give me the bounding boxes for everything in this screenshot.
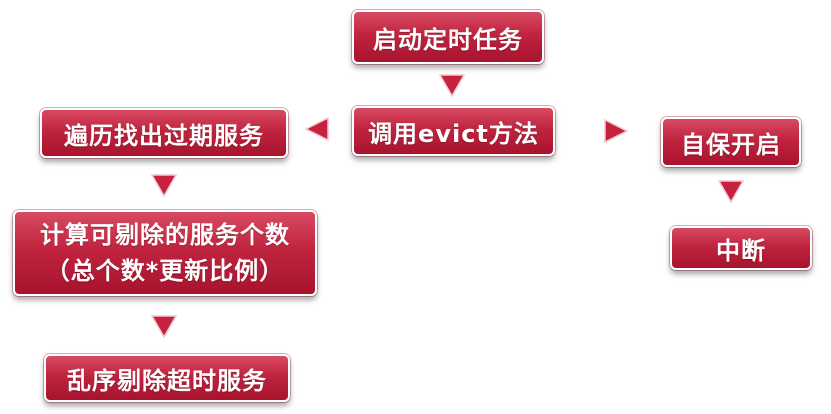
node-calc-evictable-line1: 计算可剔除的服务个数 xyxy=(40,221,290,249)
arrow-down-protect-to-interrupt xyxy=(718,178,744,204)
arrow-left-evict-to-iterate xyxy=(304,116,330,142)
node-self-protect-label: 自保开启 xyxy=(681,130,781,159)
node-start-task-label: 启动定时任务 xyxy=(373,25,523,54)
node-interrupt: 中断 xyxy=(670,226,812,270)
arrow-down-start-to-evict xyxy=(439,72,465,98)
arrow-down-iterate-to-calc xyxy=(151,172,177,198)
node-iterate-expired: 遍历找出过期服务 xyxy=(40,108,288,158)
node-self-protect: 自保开启 xyxy=(661,117,801,167)
node-iterate-expired-label: 遍历找出过期服务 xyxy=(64,121,264,150)
node-start-task: 启动定时任务 xyxy=(352,10,544,64)
node-calc-evictable-line2: （总个数*更新比例） xyxy=(45,257,285,285)
arrow-down-calc-to-random xyxy=(151,313,177,339)
node-interrupt-label: 中断 xyxy=(716,236,766,265)
node-call-evict: 调用evict方法 xyxy=(352,106,555,156)
node-random-evict-label: 乱序剔除超时服务 xyxy=(67,366,267,395)
node-calc-evictable: 计算可剔除的服务个数 （总个数*更新比例） xyxy=(13,210,317,296)
node-call-evict-label: 调用evict方法 xyxy=(368,119,539,148)
arrow-right-evict-to-protect xyxy=(603,118,629,144)
node-random-evict: 乱序剔除超时服务 xyxy=(44,354,290,402)
